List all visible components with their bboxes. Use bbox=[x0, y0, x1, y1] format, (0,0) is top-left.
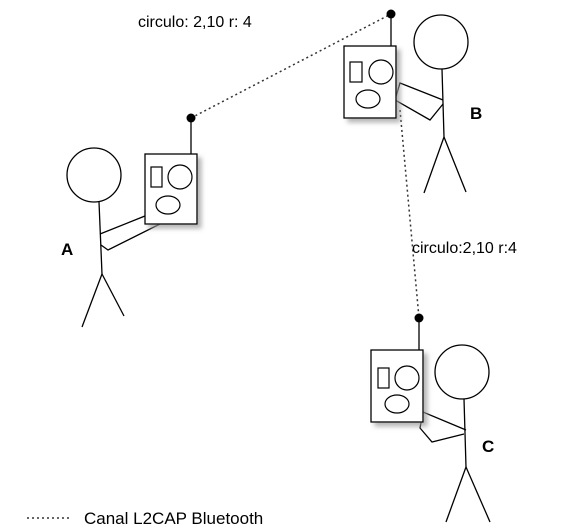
person-b-label: B bbox=[470, 104, 482, 123]
legend-label: Canal L2CAP Bluetooth bbox=[84, 509, 263, 528]
person-b-figure bbox=[394, 14, 469, 194]
person-a: A bbox=[61, 113, 198, 328]
link-b-c bbox=[399, 109, 420, 319]
device-a bbox=[144, 113, 198, 225]
message-b-c-label: circulo:2,10 r:4 bbox=[412, 240, 517, 257]
person-a-label: A bbox=[61, 240, 73, 259]
legend: Canal L2CAP Bluetooth bbox=[27, 509, 263, 528]
person-c: C bbox=[370, 313, 494, 523]
person-c-figure bbox=[419, 344, 491, 523]
device-c bbox=[370, 313, 424, 423]
device-b bbox=[343, 9, 397, 119]
person-c-label: C bbox=[482, 437, 494, 456]
person-b: B bbox=[343, 9, 482, 194]
person-a-figure bbox=[66, 147, 166, 328]
message-a-b-label: circulo: 2,10 r: 4 bbox=[138, 14, 252, 31]
